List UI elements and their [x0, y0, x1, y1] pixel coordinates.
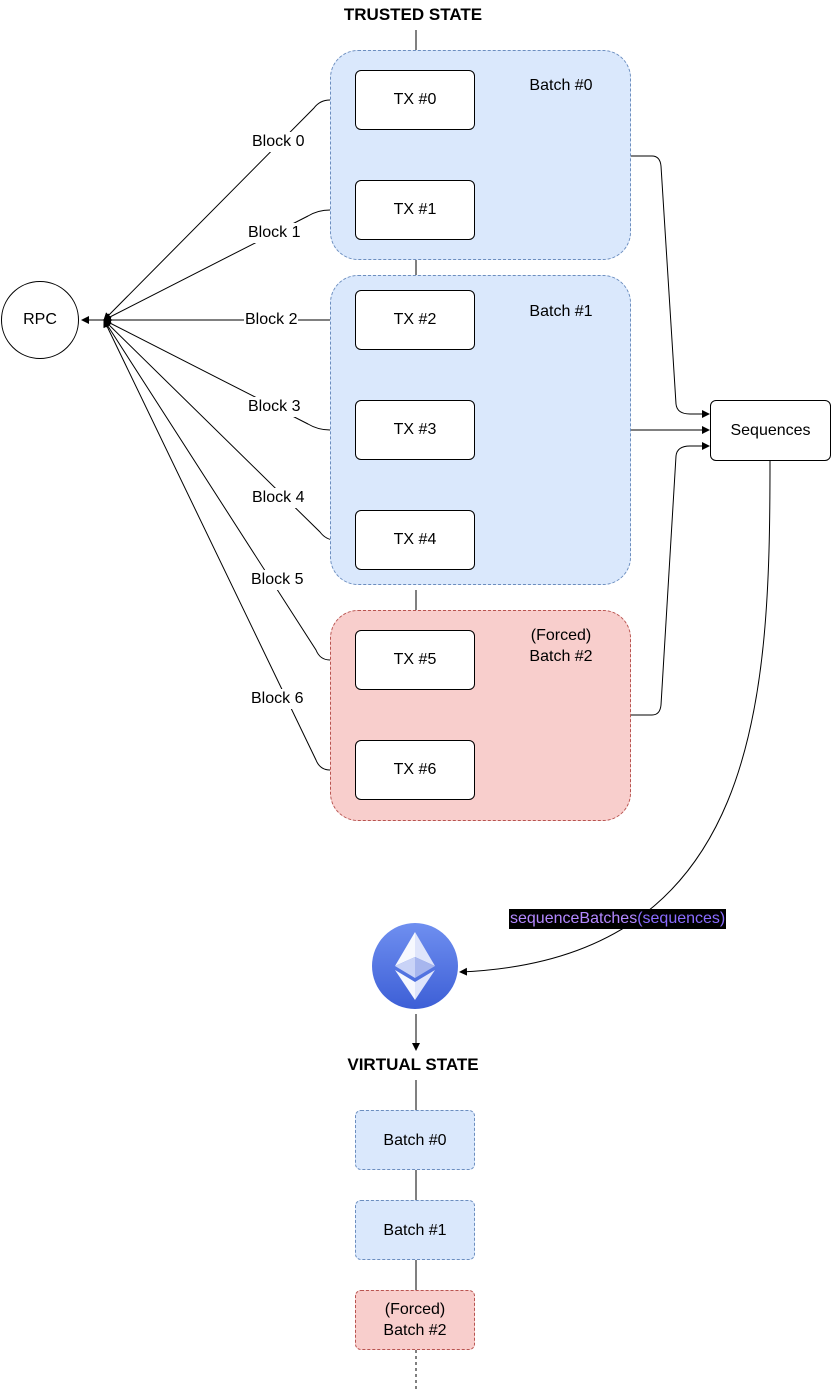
call-function: sequenceBatches	[510, 910, 638, 927]
virtual-batch-0: Batch #0	[355, 1110, 475, 1170]
sequences-box: Sequences	[710, 400, 831, 461]
tx-box: TX #3	[355, 400, 475, 460]
call-args: (sequences)	[637, 910, 726, 927]
rpc-node: RPC	[1, 281, 79, 359]
tx-box: TX #0	[355, 70, 475, 130]
virtual-state-heading: VIRTUAL STATE	[347, 1055, 479, 1074]
block-label: Block 5	[250, 570, 305, 590]
tx-box: TX #1	[355, 180, 475, 240]
virtual-batch-2-forced: (Forced) Batch #2	[355, 1290, 475, 1350]
batch-group-label: Batch #0	[529, 77, 593, 94]
sequence-batches-call: sequenceBatches(sequences)	[509, 909, 727, 929]
block-label: Block 3	[247, 397, 302, 417]
tx-box: TX #6	[355, 740, 475, 800]
block-label: Block 6	[250, 689, 305, 709]
tx-box: TX #4	[355, 510, 475, 570]
batch-group-label: (Forced) Batch #2	[529, 627, 593, 665]
block-label: Block 0	[251, 132, 306, 152]
block-label: Block 4	[251, 488, 306, 508]
trusted-state-heading: TRUSTED STATE	[343, 5, 483, 24]
ethereum-icon	[372, 923, 458, 1009]
tx-box: TX #5	[355, 630, 475, 690]
block-label: Block 2	[244, 310, 299, 330]
batch-group-label: Batch #1	[529, 303, 593, 320]
virtual-batch-1: Batch #1	[355, 1200, 475, 1260]
block-label: Block 1	[247, 223, 302, 243]
tx-box: TX #2	[355, 290, 475, 350]
